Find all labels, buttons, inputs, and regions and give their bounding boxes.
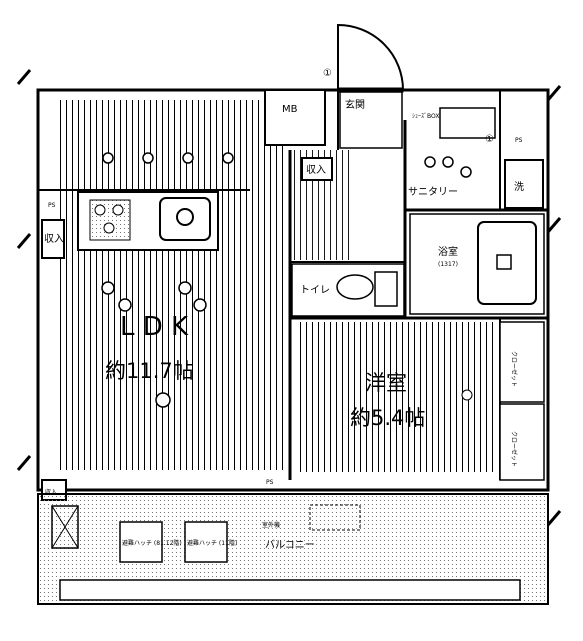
hatch-box-2 (184, 521, 228, 563)
ps-label-2: PS (515, 137, 523, 144)
hatch-label-1: 避難ハッチ (81.12階) (122, 539, 182, 547)
hatch-label-2: 避難ハッチ (11階) (187, 539, 237, 547)
hatch-box-1 (119, 521, 163, 563)
outdoor-unit (309, 504, 361, 531)
outdoor-unit-label: 室外機 (262, 521, 280, 529)
mb-box (264, 89, 326, 146)
storage-label-1: 収入 (306, 164, 326, 176)
western-floor (295, 322, 495, 472)
closet-2 (499, 403, 545, 481)
marker-2: ① (485, 134, 494, 145)
ldk-area: 約11.7帖 (105, 359, 194, 383)
ps-label-1: PS (48, 202, 56, 209)
bath-size: (1317) (438, 261, 458, 268)
entrance-label: 玄関 (345, 98, 365, 111)
ldk-name: L D K (120, 312, 189, 342)
ps-label-3: PS (266, 479, 274, 486)
mb-label: MB (282, 104, 298, 115)
sanitary-fixtures (424, 107, 496, 178)
bath-label: 浴室 (438, 245, 458, 258)
storage-label-3: 収入 (45, 489, 57, 496)
wash-label: 洗 (514, 181, 524, 193)
sanitary-label: サニタリー (408, 186, 458, 198)
storage-box-2 (41, 219, 65, 259)
closet-label-2: クローゼット (510, 431, 518, 467)
entrance-door (337, 23, 404, 93)
storage-label-2: 収入 (44, 233, 64, 245)
ldk-floor (58, 100, 288, 470)
ldk-lights (101, 152, 234, 408)
kitchen-counter (77, 191, 219, 251)
balcony-label: バルコニー (265, 539, 315, 551)
toilet-label: トイレ (300, 285, 330, 296)
toilet-fixture (336, 271, 398, 307)
shoes-box-label: ｼｭｰｽﾞBOX (412, 113, 439, 120)
western-name: 洋室 (365, 371, 407, 395)
washer-space (504, 159, 544, 209)
storage-box-1 (301, 157, 333, 181)
western-area: 約5.4帖 (350, 406, 425, 430)
entrance-area (339, 91, 403, 149)
closet-1 (499, 321, 545, 403)
western-light (461, 389, 473, 401)
closet-label-1: クローゼット (510, 351, 518, 387)
bath-drain (496, 254, 512, 270)
marker-1: ① (323, 68, 332, 79)
